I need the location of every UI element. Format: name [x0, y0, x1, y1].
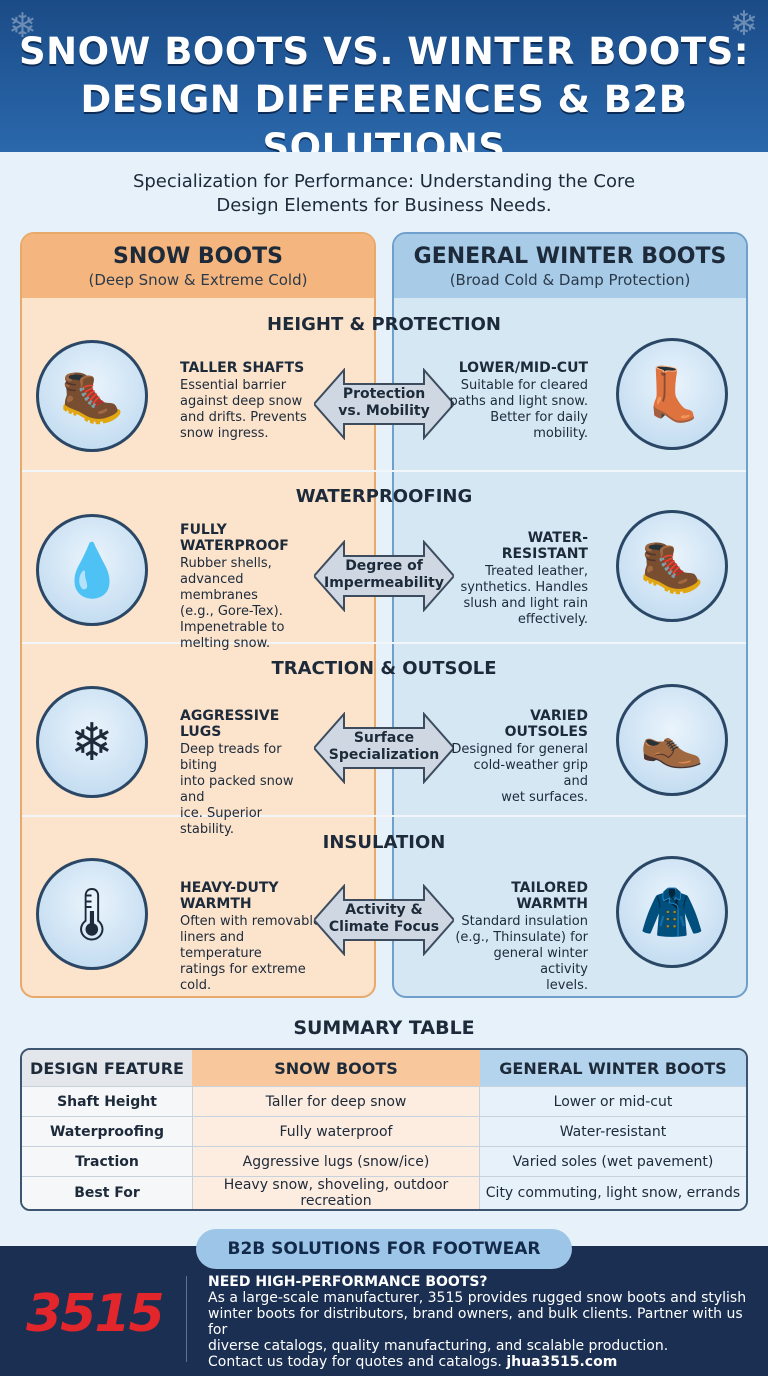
- tall-snow-boot-icon: 🥾: [59, 367, 125, 427]
- winter-boot-image: 🥾: [616, 510, 728, 622]
- table-header: SNOW BOOTS: [192, 1050, 480, 1086]
- table-cell: Heavy snow, shoveling, outdoor recreatio…: [192, 1176, 480, 1209]
- table-cell: Shaft Height: [22, 1086, 192, 1116]
- table-cell: Aggressive lugs (snow/ice): [192, 1146, 480, 1176]
- leather-boot-icon: 🥾: [639, 537, 705, 597]
- winter-boot-image: 👢: [616, 338, 728, 450]
- brand-logo: 3515: [26, 1284, 165, 1344]
- winter-boots-header: GENERAL WINTER BOOTS (Broad Cold & Damp …: [394, 234, 746, 298]
- snow-boot-image: 🌡: [36, 858, 148, 970]
- feature-fully-waterproof: FULLY WATERPROOF Rubber shells,advanced …: [180, 522, 289, 651]
- header-banner: ❄ ❄ SNOW BOOTS VS. WINTER BOOTS: DESIGN …: [0, 0, 768, 152]
- section-title-traction: TRACTION & OUTSOLE: [271, 658, 497, 679]
- winter-boot-image: 🧥: [616, 856, 728, 968]
- table-cell: Water-resistant: [480, 1116, 746, 1146]
- table-header: DESIGN FEATURE: [22, 1050, 192, 1086]
- section-divider: [22, 815, 746, 817]
- snow-boot-image: ❄: [36, 686, 148, 798]
- summary-title: SUMMARY TABLE: [293, 1017, 475, 1039]
- snow-boot-image: 🥾: [36, 340, 148, 452]
- table-row: Traction Aggressive lugs (snow/ice) Vari…: [22, 1146, 746, 1176]
- page-title: SNOW BOOTS VS. WINTER BOOTS: DESIGN DIFF…: [18, 30, 750, 152]
- comparison-arrow: [314, 540, 454, 612]
- table-cell: Lower or mid-cut: [480, 1086, 746, 1116]
- section-title-waterproofing: WATERPROOFING: [295, 486, 473, 507]
- table-row: Shaft Height Taller for deep snow Lower …: [22, 1086, 746, 1116]
- snowflake-icon: ❄: [729, 4, 759, 44]
- table-cell: Waterproofing: [22, 1116, 192, 1146]
- table-cell: Taller for deep snow: [192, 1086, 480, 1116]
- table-header-row: DESIGN FEATURE SNOW BOOTS GENERAL WINTER…: [22, 1050, 746, 1086]
- table-cell: Fully waterproof: [192, 1116, 480, 1146]
- winter-boot-image: 👞: [616, 684, 728, 796]
- b2b-solutions-pill: B2B SOLUTIONS FOR FOOTWEAR: [196, 1229, 572, 1269]
- comparison-arrow: [314, 712, 454, 784]
- comparison-arrow-label: Activity &Climate Focus: [328, 902, 440, 935]
- footer-contact: Contact us today for quotes and catalogs…: [208, 1354, 618, 1370]
- snow-boots-header: SNOW BOOTS (Deep Snow & Extreme Cold): [22, 234, 374, 298]
- table-cell: Traction: [22, 1146, 192, 1176]
- outsole-icon: 👞: [639, 711, 705, 771]
- snowflake-icon: ❄: [8, 6, 37, 46]
- insulated-boot-icon: 🌡: [58, 885, 125, 945]
- table-row: Waterproofing Fully waterproof Water-res…: [22, 1116, 746, 1146]
- comparison-arrow: [314, 884, 454, 956]
- page-subtitle: Specialization for Performance: Understa…: [132, 171, 636, 216]
- table-cell: City commuting, light snow, errands: [480, 1176, 746, 1209]
- footer-text: NEED HIGH-PERFORMANCE BOOTS? As a large-…: [208, 1274, 747, 1370]
- insulation-layers-icon: 🧥: [639, 883, 705, 943]
- snow-boot-image: 💧: [36, 514, 148, 626]
- feature-tailored-warmth: TAILORED WARMTH Standard insulation(e.g.…: [455, 880, 588, 993]
- footer-divider: [186, 1276, 187, 1362]
- footer-heading: NEED HIGH-PERFORMANCE BOOTS?: [208, 1274, 488, 1290]
- comparison-arrow: [314, 368, 454, 440]
- table-cell: Best For: [22, 1176, 192, 1209]
- summary-table: DESIGN FEATURE SNOW BOOTS GENERAL WINTER…: [20, 1048, 748, 1211]
- table-header: GENERAL WINTER BOOTS: [480, 1050, 746, 1086]
- section-divider: [22, 470, 746, 472]
- mid-cut-boot-icon: 👢: [639, 365, 705, 425]
- section-divider: [22, 642, 746, 644]
- rubber-boot-icon: 💧: [59, 541, 125, 601]
- section-title-insulation: INSULATION: [322, 832, 446, 853]
- feature-water-resistant: WATER-RESISTANT Treated leather,syntheti…: [460, 530, 588, 627]
- table-cell: Varied soles (wet pavement): [480, 1146, 746, 1176]
- table-row: Best For Heavy snow, shoveling, outdoor …: [22, 1176, 746, 1209]
- section-title-height: HEIGHT & PROTECTION: [267, 314, 501, 335]
- lug-sole-icon: ❄: [70, 713, 114, 773]
- website-link[interactable]: jhua3515.com: [506, 1354, 618, 1370]
